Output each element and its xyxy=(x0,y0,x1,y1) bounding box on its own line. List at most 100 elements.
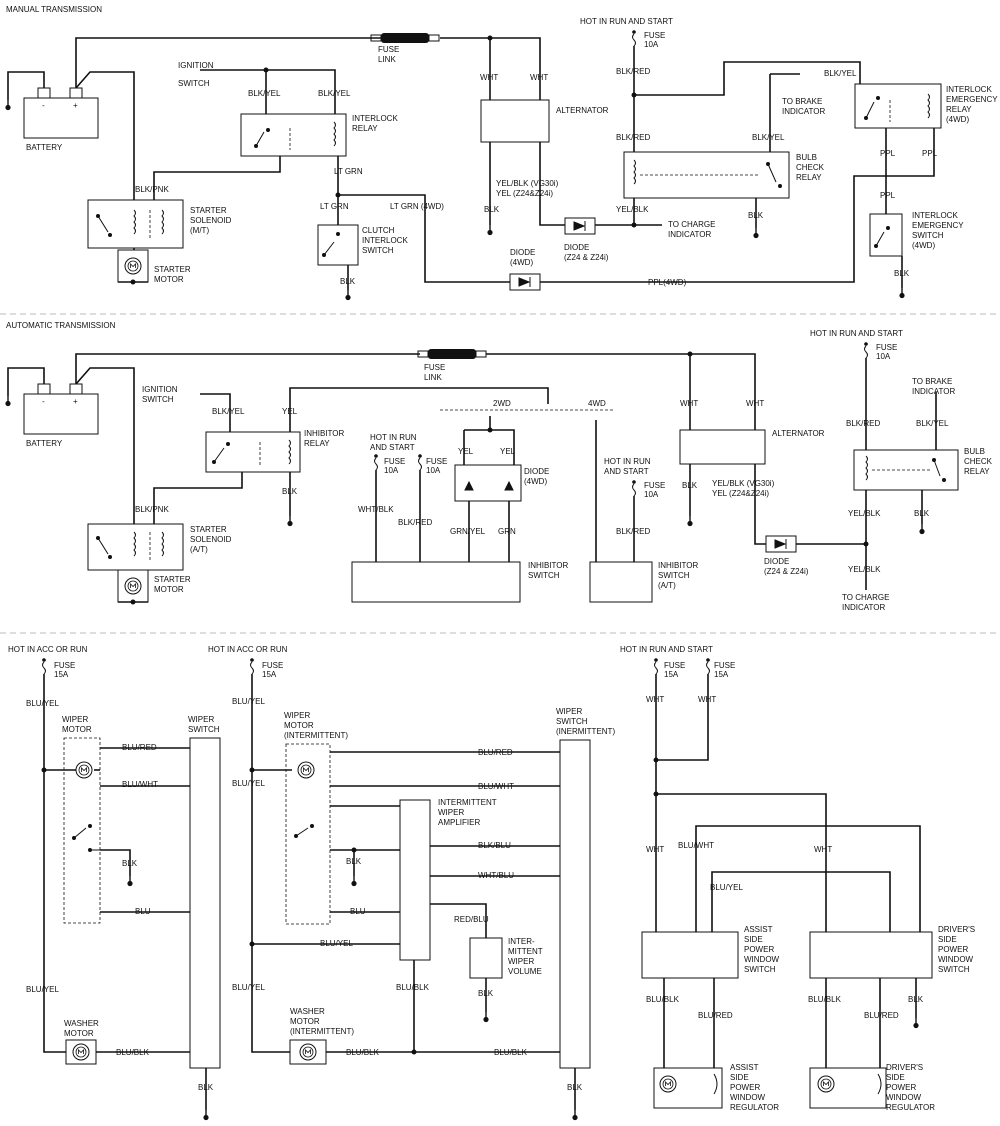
svg-text:BLK/YEL: BLK/YEL xyxy=(212,407,245,416)
svg-text:BLU/WHT: BLU/WHT xyxy=(478,782,514,791)
svg-text:TO CHARGE: TO CHARGE xyxy=(668,220,715,229)
at-alternator xyxy=(679,429,766,465)
svg-text:FUSE: FUSE xyxy=(644,31,665,40)
svg-text:HOT IN RUN AND START: HOT IN RUN AND START xyxy=(580,17,673,26)
svg-text:SWITCH: SWITCH xyxy=(658,571,690,580)
svg-text:SWITCH: SWITCH xyxy=(528,571,560,580)
svg-text:PPL: PPL xyxy=(922,149,938,158)
svg-text:PPL(4WD): PPL(4WD) xyxy=(648,278,687,287)
svg-text:SWITCH: SWITCH xyxy=(938,965,970,974)
at-bulb-check-relay xyxy=(853,449,959,491)
svg-text:INTERLOCK: INTERLOCK xyxy=(352,114,398,123)
svg-text:REGULATOR: REGULATOR xyxy=(886,1103,935,1112)
svg-text:FUSE: FUSE xyxy=(262,661,283,670)
svg-text:RED/BLU: RED/BLU xyxy=(454,915,489,924)
mt-interlock-relay xyxy=(240,113,347,157)
svg-text:LT GRN: LT GRN xyxy=(320,202,349,211)
svg-text:(INERMITTENT): (INERMITTENT) xyxy=(556,727,615,736)
svg-text:HOT IN ACC OR RUN: HOT IN ACC OR RUN xyxy=(208,645,288,654)
svg-text:BLU/YEL: BLU/YEL xyxy=(320,939,353,948)
svg-text:POWER: POWER xyxy=(938,945,968,954)
svg-text:2WD: 2WD xyxy=(493,399,511,408)
svg-text:TO CHARGE: TO CHARGE xyxy=(842,593,889,602)
svg-text:SOLENOID: SOLENOID xyxy=(190,535,232,544)
at-battery xyxy=(23,393,99,435)
svg-text:REGULATOR: REGULATOR xyxy=(730,1103,779,1112)
svg-text:(A/T): (A/T) xyxy=(658,581,676,590)
svg-text:15A: 15A xyxy=(54,670,69,679)
svg-text:BLU/BLK: BLU/BLK xyxy=(494,1048,528,1057)
mt-clutch-interlock-switch xyxy=(317,224,359,266)
svg-text:BLK: BLK xyxy=(914,509,930,518)
svg-text:HOT IN RUN: HOT IN RUN xyxy=(370,433,417,442)
svg-text:ASSIST: ASSIST xyxy=(744,925,773,934)
svg-text:CHECK: CHECK xyxy=(796,163,825,172)
svg-text:BATTERY: BATTERY xyxy=(26,439,63,448)
svg-text:FUSE: FUSE xyxy=(378,45,399,54)
svg-text:RELAY: RELAY xyxy=(352,124,378,133)
svg-text:BLK: BLK xyxy=(478,989,494,998)
svg-text:BLK: BLK xyxy=(198,1083,214,1092)
wiper-intermittent-section: HOT IN ACC OR RUN FUSE 15A BLU/YEL BLU/Y… xyxy=(208,645,615,1121)
svg-text:WIPER: WIPER xyxy=(438,808,464,817)
at-title: AUTOMATIC TRANSMISSION xyxy=(6,321,116,330)
svg-text:MOTOR: MOTOR xyxy=(284,721,314,730)
svg-text:BLK/YEL: BLK/YEL xyxy=(824,69,857,78)
svg-text:MOTOR: MOTOR xyxy=(290,1017,320,1026)
svg-text:BLK/RED: BLK/RED xyxy=(616,527,650,536)
svg-text:FUSE: FUSE xyxy=(644,481,665,490)
svg-text:INTERLOCK: INTERLOCK xyxy=(362,236,408,245)
svg-text:BLK: BLK xyxy=(282,487,298,496)
svg-text:SIDE: SIDE xyxy=(886,1073,905,1082)
svg-text:WHT: WHT xyxy=(646,845,664,854)
svg-text:BLK/YEL: BLK/YEL xyxy=(318,89,351,98)
svg-text:LINK: LINK xyxy=(378,55,396,64)
svg-text:(A/T): (A/T) xyxy=(190,545,208,554)
svg-text:LINK: LINK xyxy=(424,373,442,382)
svg-text:BLU: BLU xyxy=(135,907,151,916)
svg-text:YEL (Z24&Z24i): YEL (Z24&Z24i) xyxy=(496,189,553,198)
svg-text:15A: 15A xyxy=(714,670,729,679)
svg-text:YEL/BLK: YEL/BLK xyxy=(848,509,881,518)
svg-text:YEL/BLK (VG30i): YEL/BLK (VG30i) xyxy=(712,479,775,488)
svg-text:DRIVER'S: DRIVER'S xyxy=(938,925,975,934)
svg-text:CHECK: CHECK xyxy=(964,457,993,466)
svg-text:INDICATOR: INDICATOR xyxy=(842,603,885,612)
svg-text:RELAY: RELAY xyxy=(304,439,330,448)
svg-text:ALTERNATOR: ALTERNATOR xyxy=(556,106,609,115)
svg-text:BLU: BLU xyxy=(350,907,366,916)
svg-text:WHT: WHT xyxy=(480,73,498,82)
svg-text:SIDE: SIDE xyxy=(938,935,957,944)
svg-text:SWITCH: SWITCH xyxy=(178,79,210,88)
at-inhibitor-switch xyxy=(351,561,521,603)
svg-text:SOLENOID: SOLENOID xyxy=(190,216,232,225)
assist-power-window-switch xyxy=(641,931,739,979)
svg-text:DIODE: DIODE xyxy=(564,243,589,252)
svg-text:TO BRAKE: TO BRAKE xyxy=(782,97,822,106)
svg-text:BLU/WHT: BLU/WHT xyxy=(122,780,158,789)
svg-text:MITTENT: MITTENT xyxy=(508,947,543,956)
at-starter-motor xyxy=(124,577,142,595)
svg-text:WHT: WHT xyxy=(746,399,764,408)
svg-text:YEL (Z24&Z24i): YEL (Z24&Z24i) xyxy=(712,489,769,498)
svg-text:INTERLOCK: INTERLOCK xyxy=(946,85,992,94)
svg-text:BULB: BULB xyxy=(964,447,985,456)
svg-text:-: - xyxy=(42,397,45,406)
svg-text:AMPLIFIER: AMPLIFIER xyxy=(438,818,480,827)
svg-text:MOTOR: MOTOR xyxy=(154,275,184,284)
svg-text:MOTOR: MOTOR xyxy=(154,585,184,594)
at-fuse-link xyxy=(417,348,487,360)
svg-text:SIDE: SIDE xyxy=(730,1073,749,1082)
svg-text:EMERGENCY: EMERGENCY xyxy=(946,95,998,104)
svg-text:(4WD): (4WD) xyxy=(946,115,969,124)
svg-text:TO BRAKE: TO BRAKE xyxy=(912,377,952,386)
svg-text:WINDOW: WINDOW xyxy=(730,1093,766,1102)
svg-text:INTER-: INTER- xyxy=(508,937,535,946)
svg-text:WHT/BLU: WHT/BLU xyxy=(478,871,514,880)
svg-text:BLU/YEL: BLU/YEL xyxy=(232,779,265,788)
svg-text:STARTER: STARTER xyxy=(190,525,227,534)
svg-text:AND START: AND START xyxy=(604,467,649,476)
svg-text:BLK: BLK xyxy=(484,205,500,214)
svg-text:DIODE: DIODE xyxy=(764,557,789,566)
svg-text:BLK/BLU: BLK/BLU xyxy=(478,841,511,850)
